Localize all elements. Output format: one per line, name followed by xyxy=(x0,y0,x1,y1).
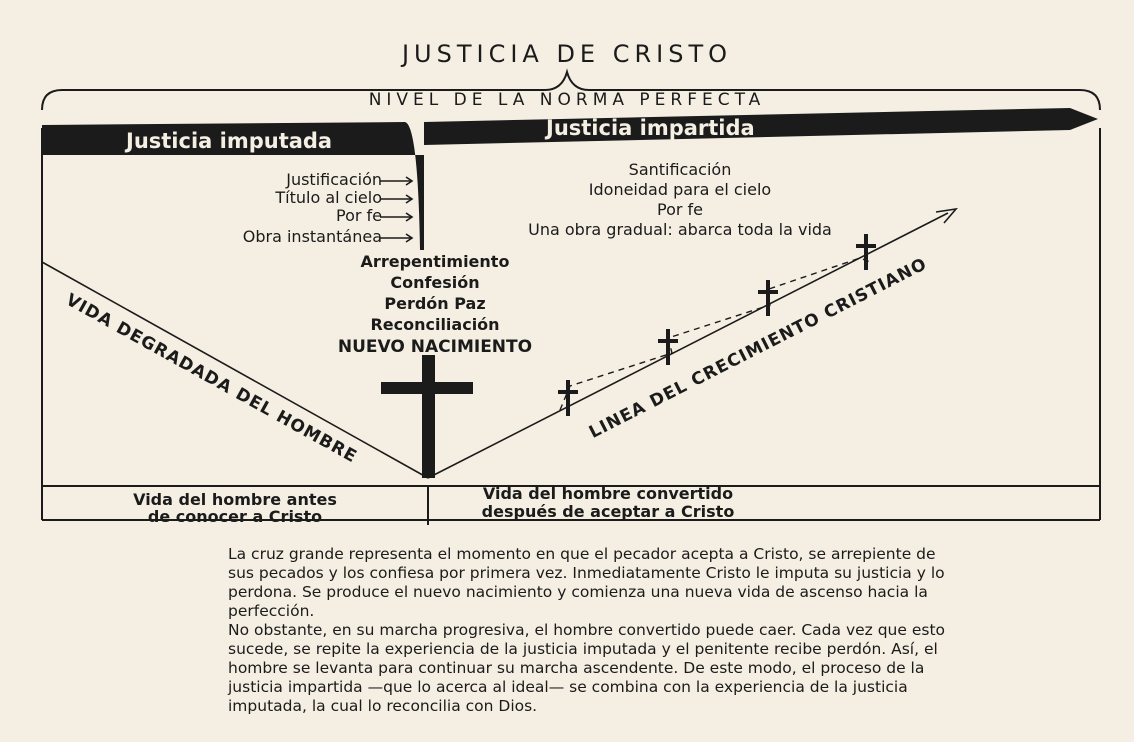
imputed-item: Título al cielo xyxy=(275,188,382,207)
center-item: Arrepentimiento xyxy=(360,252,510,271)
small-cross xyxy=(658,329,678,365)
imparted-item: Una obra gradual: abarca toda la vida xyxy=(528,220,832,239)
imputed-item: Justificación xyxy=(286,170,382,189)
center-item: Confesión xyxy=(390,273,480,292)
degradation-line xyxy=(41,261,429,479)
imputed-arrows xyxy=(380,176,414,243)
imputed-band-label: Justicia imputada xyxy=(126,129,333,153)
before-christ-line1: Vida del hombre antes xyxy=(133,490,337,509)
imparted-item: Santificación xyxy=(628,160,732,179)
after-christ-line2: después de aceptar a Cristo xyxy=(481,502,735,521)
center-item: Reconciliación xyxy=(370,315,500,334)
explanation-text: La cruz grande representa el momento en … xyxy=(228,545,948,716)
growth-arrowhead xyxy=(935,207,959,224)
new-birth-label: NUEVO NACIMIENTO xyxy=(337,337,533,357)
norm-level-label: NIVEL DE LA NORMA PERFECTA xyxy=(368,90,766,110)
explanation-paragraph-1: La cruz grande representa el momento en … xyxy=(228,545,945,620)
imparted-band-label: Justicia impartida xyxy=(546,116,755,140)
imparted-item: Por fe xyxy=(656,200,703,219)
diagram-title: JUSTICIA DE CRISTO xyxy=(401,40,733,68)
growth-line xyxy=(427,212,949,479)
imputed-item: Por fe xyxy=(335,206,382,225)
small-cross xyxy=(558,380,578,416)
imparted-band xyxy=(424,108,1098,145)
explanation-paragraph-2: No obstante, en su marcha progresiva, el… xyxy=(228,621,946,715)
growth-dashed-path xyxy=(559,257,871,411)
imputed-item: Obra instantánea xyxy=(242,227,382,246)
top-bracket xyxy=(41,68,1101,111)
before-christ-line2: de conocer a Cristo xyxy=(147,507,323,526)
imparted-item: Idoneidad para el cielo xyxy=(588,180,772,199)
small-cross xyxy=(758,280,778,316)
imputed-band xyxy=(42,122,424,250)
big-cross xyxy=(381,355,473,478)
center-item: Perdón Paz xyxy=(384,294,486,313)
after-christ-line1: Vida del hombre convertido xyxy=(482,484,734,503)
small-cross xyxy=(856,234,876,270)
